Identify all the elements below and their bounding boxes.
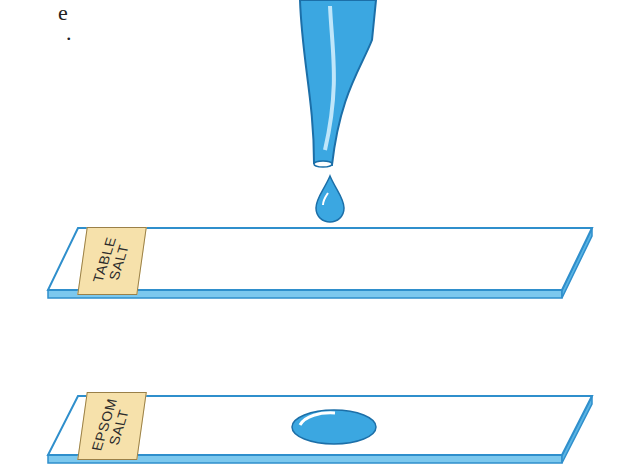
water-drop [316,176,344,222]
text-fragment: . [66,20,72,46]
drop-highlight [323,193,328,205]
dropper-tip [314,161,332,167]
dropper [300,0,376,165]
puddle-highlight [300,413,335,425]
slide-label: EPSOM SALT [77,392,147,460]
label-text: EPSOM SALT [89,395,136,457]
slide-label: TABLE SALT [77,227,147,295]
dropper-highlight [325,6,334,150]
water-puddle [292,410,376,444]
label-text: TABLE SALT [89,230,136,292]
